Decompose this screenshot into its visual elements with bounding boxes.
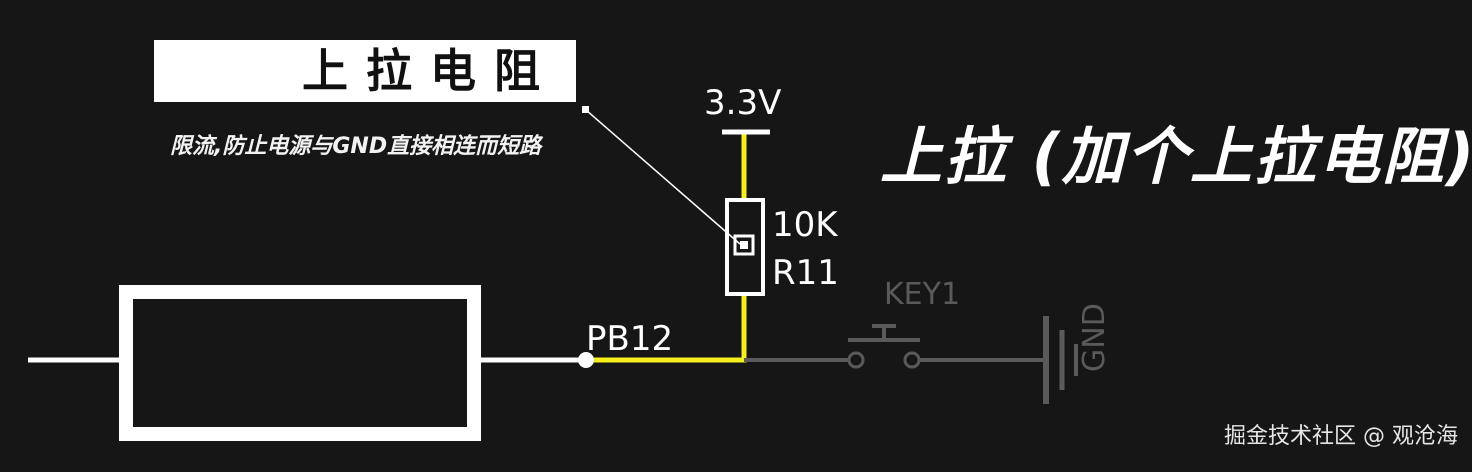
key-contact-left	[847, 351, 865, 369]
vcc-label: 3.3V	[704, 83, 782, 123]
pullup-tag-box: 上拉电阻	[154, 40, 576, 102]
resistor-ref-label: R11	[772, 253, 839, 293]
main-title: 上拉 (加个上拉电阻)	[880, 120, 1472, 193]
label-pointer	[585, 109, 741, 245]
pb12-node	[578, 352, 594, 368]
key-contact-right	[903, 351, 921, 369]
key-label: KEY1	[884, 277, 961, 312]
pullup-note: 限流,防止电源与GND直接相连而短路	[170, 134, 542, 159]
resistor-marker-inner	[740, 241, 748, 249]
label-pointer-end	[582, 106, 589, 113]
watermark: 掘金技术社区 @ 观沧海	[1224, 424, 1458, 449]
resistor-value-label: 10K	[772, 205, 838, 245]
chip-block	[119, 285, 481, 441]
gnd-label: GND	[1077, 303, 1112, 372]
pin-label: PB12	[586, 319, 674, 359]
pullup-tag-text: 上拉电阻	[302, 44, 558, 98]
resistor-marker	[733, 234, 755, 256]
